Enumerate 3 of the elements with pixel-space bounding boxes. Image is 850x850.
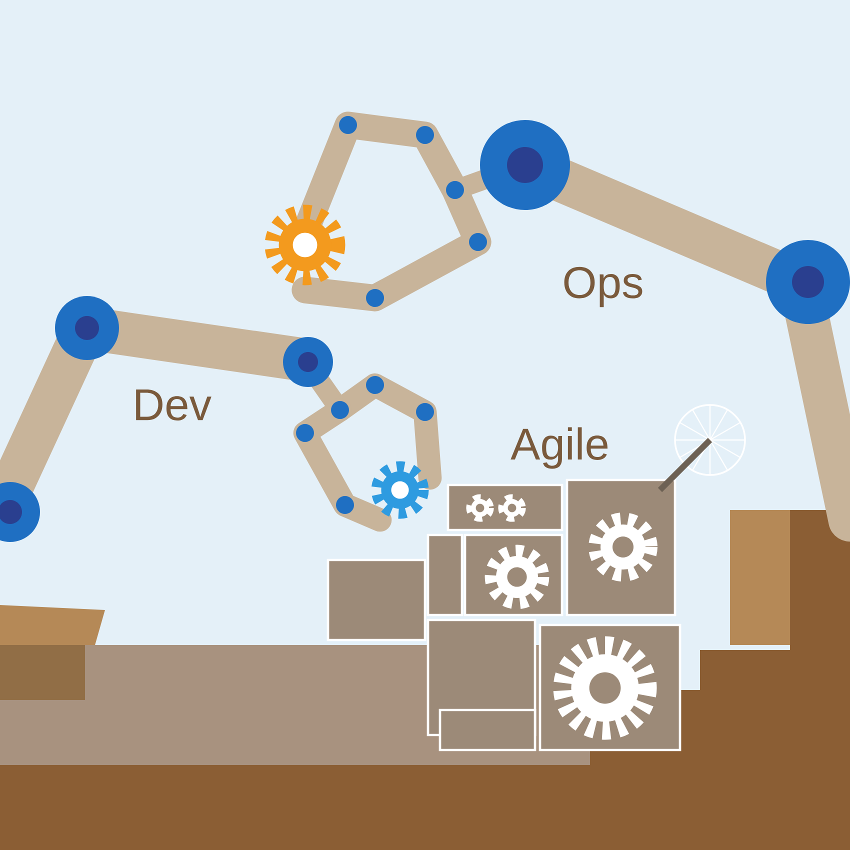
arm-label: Agile xyxy=(510,427,608,469)
arm-label: Ops xyxy=(564,266,642,308)
arm-label: Dev xyxy=(136,389,212,421)
